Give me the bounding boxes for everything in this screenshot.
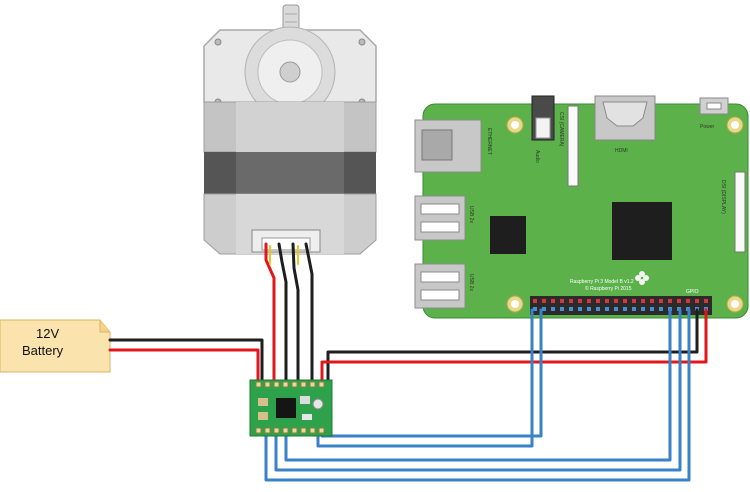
gpio-label: GPIO — [686, 289, 699, 295]
battery-wire-black — [108, 338, 264, 388]
hdmi-label: HDMI — [615, 148, 628, 154]
gpio-pin — [605, 307, 609, 311]
gpio-pin — [596, 307, 600, 311]
stepper-driver-board — [249, 379, 333, 437]
audio-label: Audio — [534, 150, 540, 163]
battery-label-line2: Battery — [22, 343, 64, 358]
driver-pin — [309, 381, 316, 388]
driver-pin — [300, 381, 307, 388]
gpio-pin — [533, 307, 537, 311]
motor-wire-black-2 — [304, 242, 314, 382]
gpio-pin — [623, 299, 627, 303]
camera-label: CSI (CAMERA) — [558, 112, 564, 147]
motor-wire-green — [291, 242, 300, 382]
gpio-pin — [578, 299, 582, 303]
power-label: Power — [700, 124, 715, 130]
model-line1: Raspberry Pi 3 Model B v1.2 — [570, 279, 634, 285]
gpio-pin — [551, 299, 555, 303]
driver-pin — [264, 381, 271, 388]
pi-wire-red — [320, 308, 708, 382]
battery-label-line1: 12V — [36, 326, 59, 341]
gpio-pin — [641, 307, 645, 311]
blue-wire-4 — [274, 308, 682, 472]
csi-camera-connector — [567, 105, 579, 187]
potentiometer — [312, 398, 324, 410]
gpio-pin — [542, 299, 546, 303]
blue-wire-5 — [264, 308, 691, 482]
gpio-pin — [650, 299, 654, 303]
cpu-chip — [612, 202, 672, 260]
gpio-pin — [695, 299, 699, 303]
gpio-pin — [632, 299, 636, 303]
usb-port-top — [414, 195, 466, 241]
display-label: DSI (DISPLAY) — [720, 180, 726, 214]
battery: 12V Battery — [0, 319, 111, 373]
gpio-pin — [668, 299, 672, 303]
usb-bottom-label: USB 2x — [468, 274, 474, 291]
gpio-pin — [659, 299, 663, 303]
driver-pin — [273, 427, 280, 434]
gpio-pin — [551, 307, 555, 311]
gpio-pin — [677, 299, 681, 303]
driver-pin — [264, 427, 271, 434]
blue-wire-1 — [316, 308, 534, 448]
gpio-pin — [560, 299, 564, 303]
gpio-pin — [542, 307, 546, 311]
driver-pin — [282, 381, 289, 388]
gpio-pin — [587, 299, 591, 303]
gpio-pin — [560, 307, 564, 311]
usb-top-label: USB 2x — [468, 206, 474, 223]
driver-pin — [255, 381, 262, 388]
gpio-pin — [578, 307, 582, 311]
gpio-pin — [659, 307, 663, 311]
raspberry-logo-icon — [635, 271, 649, 285]
driver-pin — [273, 381, 280, 388]
gpio-pin — [569, 299, 573, 303]
driver-pin — [318, 381, 325, 388]
gpio-pin — [623, 307, 627, 311]
lan-chip — [490, 216, 526, 254]
dsi-display-connector — [734, 171, 746, 253]
gpio-pin — [596, 299, 600, 303]
battery-body — [0, 319, 111, 373]
battery-wire-red — [108, 348, 260, 388]
usb-port-bottom — [414, 263, 466, 309]
motor-wire-black-1 — [277, 242, 288, 382]
gpio-pin — [614, 307, 618, 311]
raspberry-pi-board: ETHERNET USB 2x USB 2x Audio CSI (CAMERA… — [414, 95, 749, 319]
stepper-motor — [203, 4, 377, 255]
pi-wire-black — [326, 308, 699, 382]
gpio-pin — [614, 299, 618, 303]
driver-pin — [300, 427, 307, 434]
gpio-pin — [641, 299, 645, 303]
gpio-pin — [587, 307, 591, 311]
gpio-pin — [605, 299, 609, 303]
ethernet-label: ETHERNET — [486, 128, 492, 155]
gpio-pin — [650, 307, 654, 311]
driver-pin — [282, 427, 289, 434]
gpio-pin — [632, 307, 636, 311]
driver-pins — [255, 381, 325, 434]
gpio-header — [530, 296, 712, 315]
gpio-pin — [686, 299, 690, 303]
driver-pin — [255, 427, 262, 434]
model-line2: © Raspberry Pi 2015 — [585, 285, 632, 292]
driver-pin — [318, 427, 325, 434]
motor-wire-red — [264, 242, 276, 382]
blue-wire-3 — [284, 308, 672, 462]
gpio-pin — [704, 299, 708, 303]
driver-pin — [291, 427, 298, 434]
driver-pin — [291, 381, 298, 388]
blue-wire-2 — [320, 308, 543, 438]
gpio-pin — [533, 299, 537, 303]
driver-chip — [276, 398, 296, 418]
gpio-pin — [569, 307, 573, 311]
driver-pin — [309, 427, 316, 434]
